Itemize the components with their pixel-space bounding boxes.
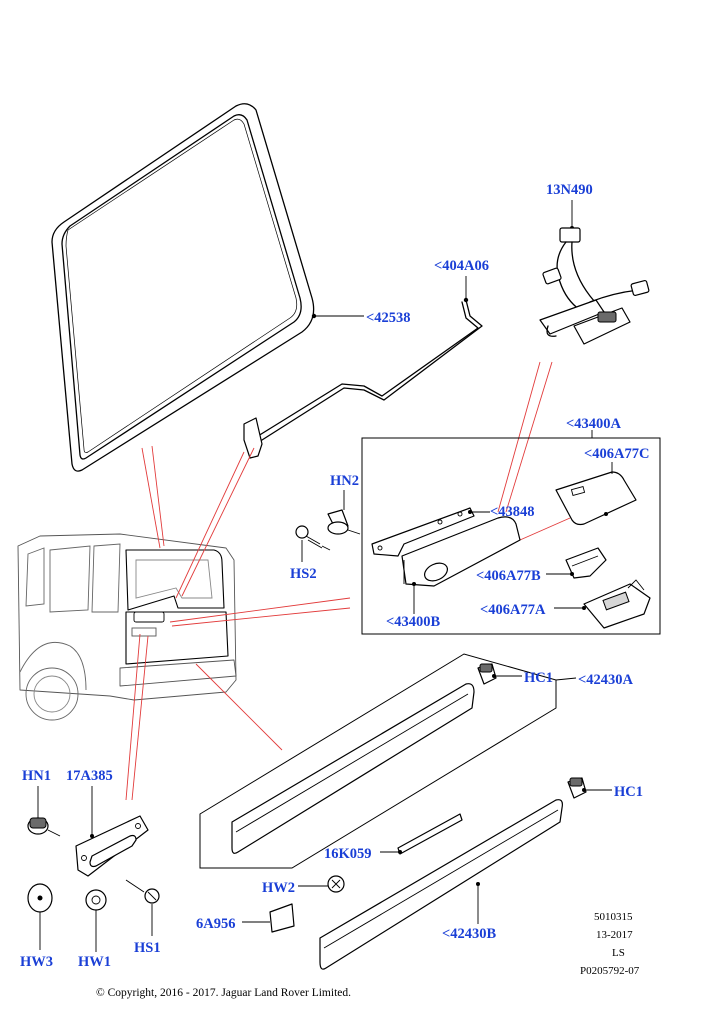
copyright-notice: © Copyright, 2016 - 2017. Jaguar Land Ro…	[96, 987, 351, 999]
cover-406a77c-drawing	[555, 471, 637, 526]
clip-hc1-lower-drawing	[567, 777, 587, 799]
clip-hc1-upper-drawing	[477, 663, 497, 685]
wiring-harness-drawing	[539, 200, 650, 345]
label-hc1-upper: HC1	[524, 670, 553, 686]
label-hn1: HN1	[22, 768, 51, 784]
vehicle-rear-drawing	[17, 533, 237, 721]
label-406a77b: <406A77B	[476, 568, 541, 584]
pad-6a956-drawing	[269, 903, 295, 933]
label-hc1-lower: HC1	[614, 784, 643, 800]
screw-hs2-drawing	[295, 525, 331, 551]
washer-hw3-drawing	[27, 883, 53, 913]
tailgate-seal-drawing	[51, 103, 315, 472]
label-42430b: <42430B	[442, 926, 497, 942]
label-hw1: HW1	[78, 954, 111, 970]
meta-ref: P0205792-07	[580, 965, 640, 977]
meta-ls: LS	[612, 947, 625, 959]
label-43400b: <43400B	[386, 614, 441, 630]
trim-42430a-drawing	[231, 683, 475, 854]
label-hn2: HN2	[330, 473, 359, 489]
meta-code: 5010315	[594, 911, 633, 923]
nut-hn1-drawing	[27, 817, 61, 837]
trim-42430b-drawing	[319, 799, 563, 970]
release-rod-drawing	[243, 299, 483, 459]
switch-406a77a-drawing	[583, 579, 651, 629]
bracket-43848-drawing	[371, 507, 475, 557]
washer-hw1-drawing	[85, 889, 107, 911]
label-13n490: 13N490	[546, 182, 593, 198]
handle-43400b-drawing	[401, 516, 521, 587]
label-hs1: HS1	[134, 940, 161, 956]
label-17a385: 17A385	[66, 768, 113, 784]
label-hw2: HW2	[262, 880, 295, 896]
label-6a956: 6A956	[196, 916, 235, 932]
label-hw3: HW3	[20, 954, 53, 970]
label-16k059: 16K059	[324, 846, 372, 862]
label-hs2: HS2	[290, 566, 317, 582]
label-406a77c: <406A77C	[584, 446, 649, 462]
nut-hn2-drawing	[327, 509, 361, 535]
plate-17a385-drawing	[75, 815, 149, 877]
label-43848: <43848	[490, 504, 535, 520]
meta-date: 13-2017	[596, 929, 633, 941]
screw-hs1-drawing	[125, 879, 160, 904]
strip-16k059-drawing	[397, 813, 463, 855]
label-406a77a: <406A77A	[480, 602, 546, 618]
trim-42430a-box	[199, 653, 557, 869]
label-42538: <42538	[366, 310, 411, 326]
label-404a06: <404A06	[434, 258, 489, 274]
washer-hw2-drawing	[327, 875, 345, 893]
label-43400a: <43400A	[566, 416, 622, 432]
callout-lines	[125, 361, 571, 801]
assembly-43400a-box	[361, 437, 661, 635]
label-42430a: <42430A	[578, 672, 634, 688]
